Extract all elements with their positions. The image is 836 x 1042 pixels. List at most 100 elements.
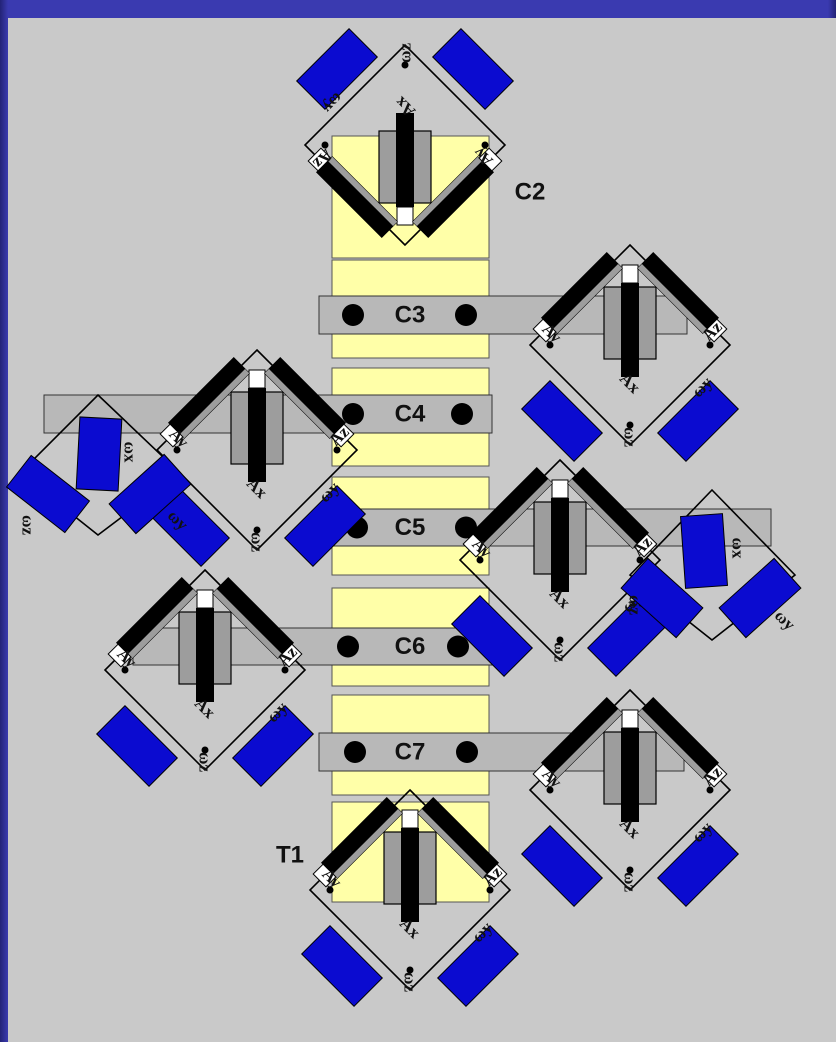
gyro-wx <box>75 416 123 492</box>
mount-dot <box>706 786 714 794</box>
label-wx: ωx <box>121 442 140 463</box>
accelerometer-ay-tip <box>462 533 487 558</box>
label-ax: Ax <box>391 93 419 121</box>
accelerometer-az <box>307 147 399 239</box>
segment-label-c6: C6 <box>395 633 426 660</box>
label-wz: ωz <box>401 972 420 992</box>
mount-dot <box>556 636 564 644</box>
accelerometer-ax-tip <box>401 809 419 829</box>
label-wz: ωz <box>196 752 215 772</box>
gyro-wz <box>95 704 179 788</box>
screw-dot <box>344 741 366 763</box>
accelerometer-ax-tip <box>551 479 569 499</box>
segment-label-c7: C7 <box>395 739 426 766</box>
accelerometer-ay <box>411 147 503 239</box>
accelerometer-ay <box>532 696 624 788</box>
accelerometer-ay <box>107 576 199 668</box>
accelerometer-ay-tip <box>312 863 337 888</box>
label-ax: Ax <box>616 814 644 842</box>
mount-dot <box>486 886 494 894</box>
accelerometer-ax-tip <box>621 709 639 729</box>
accelerometer-ax-core <box>551 498 569 592</box>
mount-dot <box>481 141 489 149</box>
gyro-wy <box>436 924 520 1008</box>
accelerometer-ay-stripe <box>483 479 553 549</box>
mount-dot <box>333 446 341 454</box>
label-wz: ωz <box>626 595 645 615</box>
accelerometer-ay-tip <box>159 423 184 448</box>
segment-label-c5: C5 <box>395 514 426 541</box>
mount-dot <box>201 746 209 754</box>
mount-dot <box>626 866 634 874</box>
gyro-wy <box>231 704 315 788</box>
accelerometer-az-stripe <box>637 709 707 779</box>
gyro-wy <box>108 453 192 535</box>
accelerometer-ax-core <box>401 828 419 922</box>
screw-dot <box>456 741 478 763</box>
mount-dot <box>476 556 484 564</box>
accelerometer-az-stripe <box>264 369 334 439</box>
accelerometer-ay-stripe <box>553 709 623 779</box>
accelerometer-ax-core <box>396 113 414 207</box>
mount-dot <box>326 886 334 894</box>
mount-dot <box>121 666 129 674</box>
accelerometer-ax-tip <box>396 206 414 226</box>
label-ax: Ax <box>191 694 219 722</box>
screw-dot <box>455 304 477 326</box>
gyro-wy <box>656 379 740 463</box>
gyro-wz <box>520 379 604 463</box>
mount-dot <box>253 526 261 534</box>
mount-dot <box>321 141 329 149</box>
accelerometer-az-stripe <box>567 479 637 549</box>
accelerometer-ax-core <box>621 283 639 377</box>
accelerometer-az <box>566 466 658 558</box>
gyro-wz <box>300 924 384 1008</box>
accelerometer-az <box>636 696 728 788</box>
accelerometer-ay <box>312 796 404 888</box>
segment-label-c4: C4 <box>395 401 426 428</box>
label-wz: ωz <box>621 872 640 892</box>
accelerometer-az-tip <box>483 863 508 888</box>
accelerometer-az <box>636 251 728 343</box>
gyro-wz <box>5 454 91 534</box>
accelerometer-az-tip <box>633 533 658 558</box>
label-ax: Ax <box>396 914 424 942</box>
accelerometer-ay <box>532 251 624 343</box>
accelerometer-ay-stripe <box>180 369 250 439</box>
gyro-wz <box>450 594 534 678</box>
label-wz: ωz <box>551 642 570 662</box>
gyro-wx <box>680 513 728 589</box>
screw-dot <box>451 403 473 425</box>
accelerometer-ay-stripe <box>553 264 623 334</box>
accelerometer-az <box>263 356 355 448</box>
accelerometer-az-tip <box>330 423 355 448</box>
accelerometer-az-stripe <box>417 809 487 879</box>
accelerometer-ay <box>159 356 251 448</box>
accelerometer-az-tip <box>703 318 728 343</box>
accelerometer-ax-core <box>248 388 266 482</box>
gyro-wz <box>520 824 604 908</box>
mount-dot <box>401 61 409 69</box>
label-ax: Ax <box>546 584 574 612</box>
accelerometer-ay-stripe <box>412 156 482 226</box>
accelerometer-az-stripe <box>637 264 707 334</box>
label-wz: ωz <box>248 532 267 552</box>
mount-dot <box>281 666 289 674</box>
accelerometer-az-stripe <box>328 156 398 226</box>
screw-dot <box>337 635 359 658</box>
accelerometer-az <box>416 796 508 888</box>
accelerometer-ax-tip <box>621 264 639 284</box>
label-wz: ωz <box>396 43 415 63</box>
label-wz: ωz <box>621 427 640 447</box>
label-ax: Ax <box>243 474 271 502</box>
gyro-box-outline <box>18 393 182 537</box>
segment-label-t1: T1 <box>276 842 304 869</box>
accelerometer-ax-tip <box>248 369 266 389</box>
accelerometer-az-stripe <box>212 589 282 659</box>
